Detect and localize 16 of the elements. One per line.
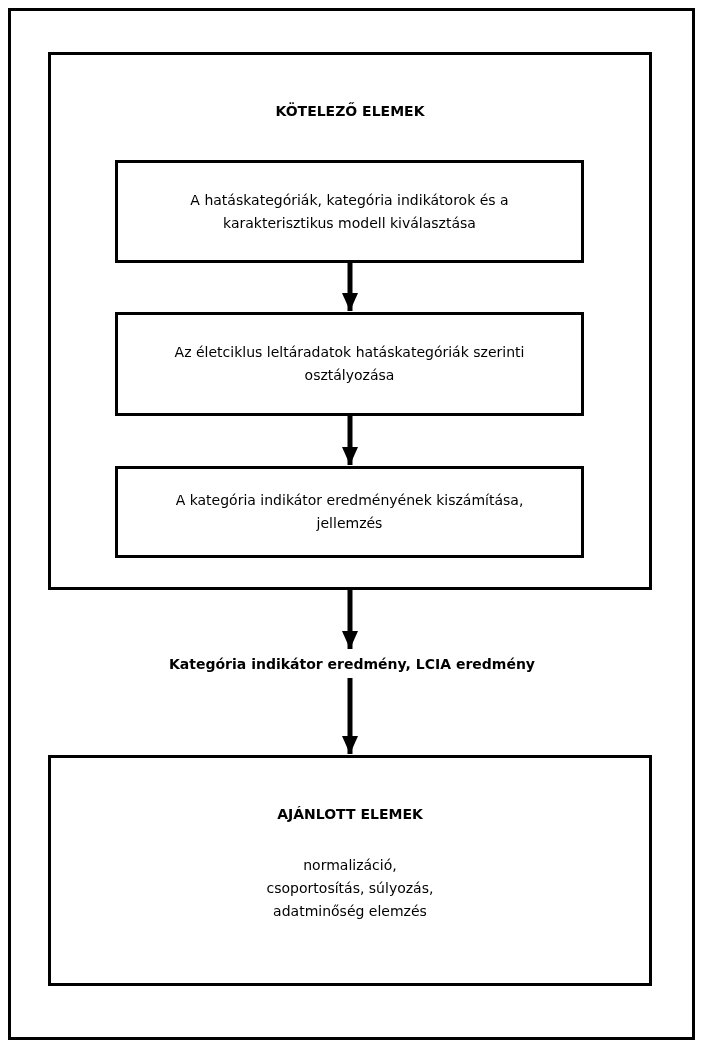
section-heading: KÖTELEZŐ ELEMEK <box>275 103 425 119</box>
group-box <box>48 52 652 590</box>
step-text: A hatáskategóriák, kategória indikátorok és a karakterisztikus modell kiválasztása <box>189 190 510 233</box>
item-list: normalizáció, csoportosítás, súlyozás, adatminőség elemzés <box>255 854 445 923</box>
arrow <box>342 678 358 754</box>
section-box <box>48 755 652 986</box>
arrow <box>342 263 358 311</box>
arrow <box>342 416 358 465</box>
step-text: A kategória indikátor eredményének kiszámítása, jellemzés <box>174 491 525 533</box>
step-text: Az életciklus leltáradatok hatáskategóriák szerinti osztályozása <box>173 343 526 385</box>
result-label: Kategória indikátor eredmény, LCIA eredmény <box>169 656 535 672</box>
process-box <box>115 312 584 416</box>
process-box <box>115 466 584 558</box>
arrow <box>342 590 358 649</box>
process-box <box>115 160 584 263</box>
section-heading: AJÁNLOTT ELEMEK <box>277 806 423 822</box>
